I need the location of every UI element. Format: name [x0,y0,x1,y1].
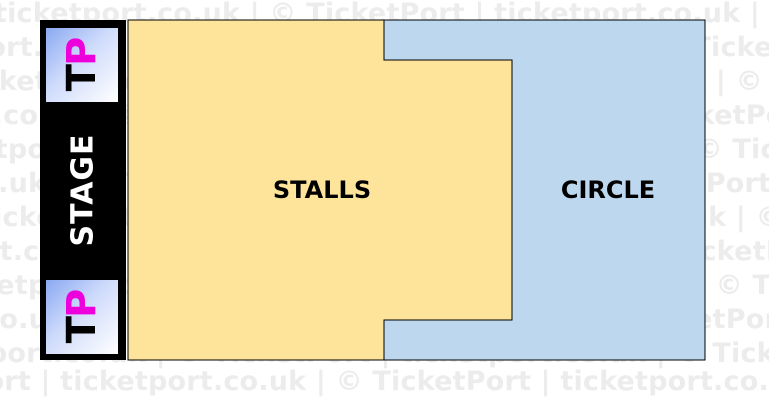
ticketport-logo: TP [46,280,118,354]
stage-label: STAGE [65,133,101,247]
ticketport-logo: TP [46,28,118,102]
logo-text: TP [59,290,105,344]
logo-text: TP [59,38,105,92]
logo-letter-p: P [59,290,105,319]
logo-letter-t: T [59,66,105,92]
stalls-outline [383,20,513,360]
circle-label: CIRCLE [560,176,656,204]
stalls-section-extension[interactable] [383,60,512,320]
logo-letter-p: P [59,38,105,67]
logo-letter-t: T [59,318,105,344]
stalls-section[interactable] [127,19,385,361]
stalls-label: STALLS [272,176,372,204]
